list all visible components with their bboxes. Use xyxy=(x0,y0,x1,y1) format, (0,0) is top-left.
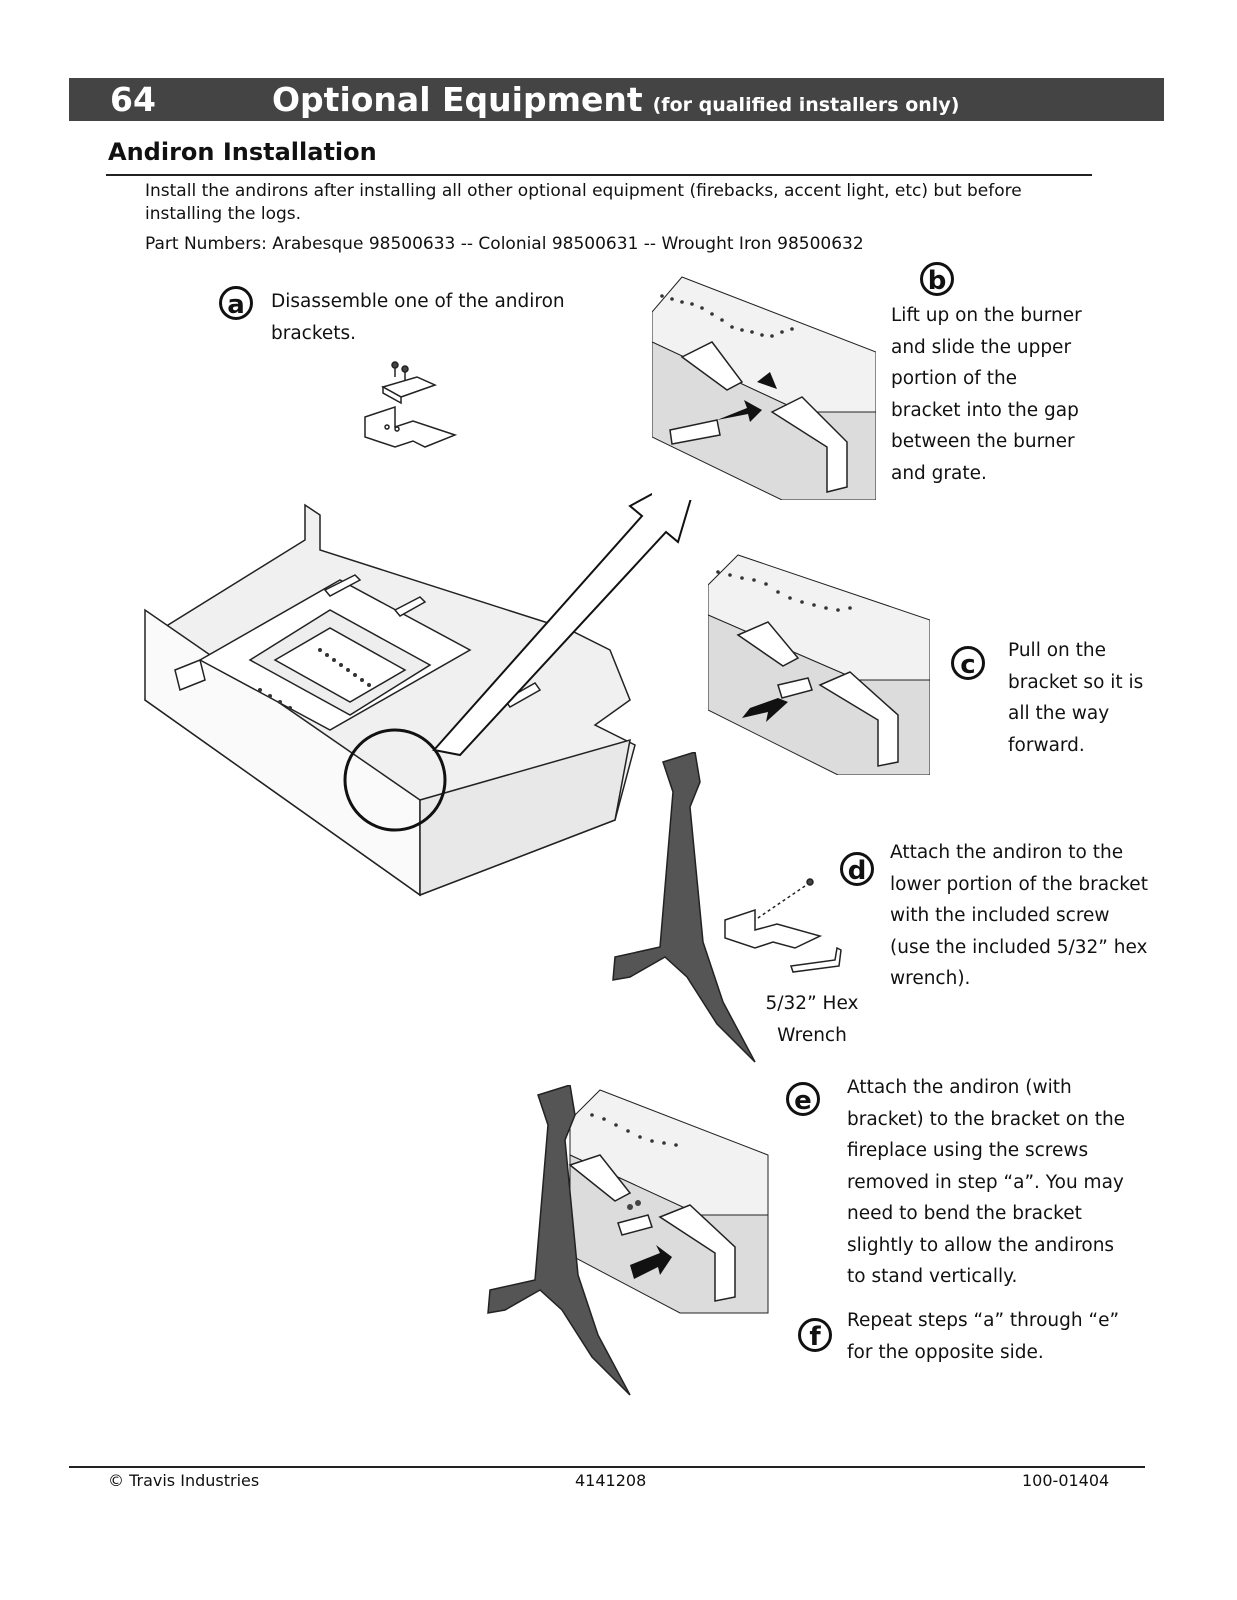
page-number: 64 xyxy=(110,80,156,119)
step-c-marker: c xyxy=(951,646,985,680)
step-f-marker: f xyxy=(798,1318,832,1352)
step-a-text: Disassemble one of the andiron brackets. xyxy=(271,291,565,344)
header-bar xyxy=(69,78,1164,121)
page-title: Optional Equipment (for qualified install… xyxy=(272,80,959,125)
step-e-marker: e xyxy=(786,1082,820,1116)
pointer-arrow xyxy=(432,465,702,757)
part-numbers: Part Numbers: Arabesque 98500633 -- Colo… xyxy=(145,234,864,254)
fireplace-overview-illustration xyxy=(144,503,636,897)
step-d-marker: d xyxy=(840,852,874,886)
step-f-text: Repeat steps “a” through “e” for the opp… xyxy=(847,1310,1120,1363)
hex-wrench-label: 5/32” Hex Wrench xyxy=(765,993,859,1046)
step-b-illustration xyxy=(652,272,876,500)
step-c-illustration xyxy=(708,550,930,775)
step-c-text: Pull on the bracket so it is all the way… xyxy=(1008,640,1144,756)
section-title: Andiron Installation xyxy=(108,138,377,166)
footer-copyright: © Travis Industries xyxy=(108,1471,260,1490)
footer-part-number: 100-01404 xyxy=(1022,1471,1110,1490)
intro-text: Install the andirons after installing al… xyxy=(145,181,1022,224)
step-e-illustration xyxy=(487,1085,769,1396)
page-title-subtitle: (for qualified installers only) xyxy=(652,94,960,116)
page-title-main: Optional Equipment xyxy=(272,80,643,119)
step-d-text: Attach the andiron to the lower portion … xyxy=(890,842,1148,989)
section-divider xyxy=(106,174,1092,176)
step-b-text: Lift up on the burner and slide the uppe… xyxy=(891,305,1082,484)
step-b-marker: b xyxy=(920,262,954,296)
bracket-parts-illustration xyxy=(364,361,458,448)
step-d-illustration xyxy=(612,752,842,1063)
step-e-text: Attach the andiron (with bracket) to the… xyxy=(847,1077,1126,1287)
step-a-marker: a xyxy=(219,286,253,320)
footer-document-number: 4141208 xyxy=(575,1471,647,1490)
footer-divider xyxy=(69,1466,1145,1468)
